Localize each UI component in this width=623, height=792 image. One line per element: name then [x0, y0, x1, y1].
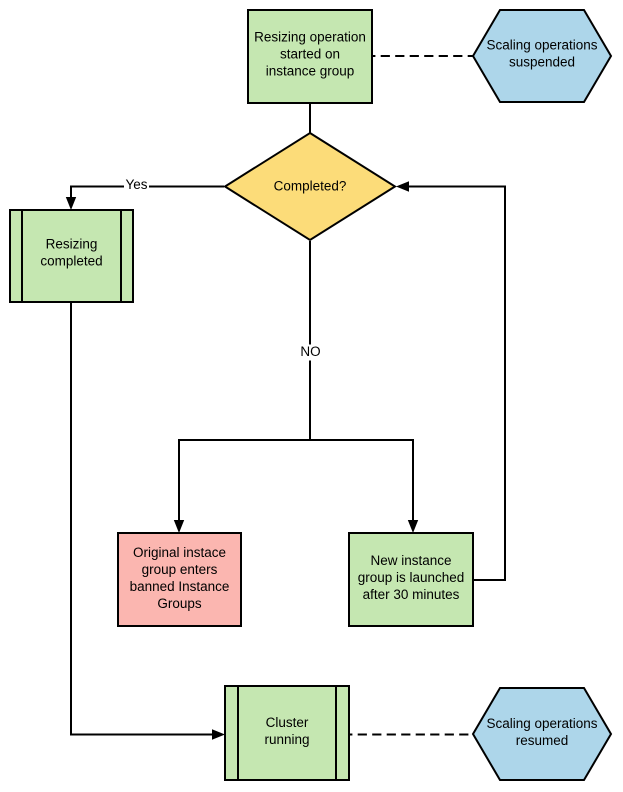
svg-text:Completed?: Completed? — [274, 179, 347, 194]
svg-text:Yes: Yes — [125, 177, 147, 192]
svg-text:NO: NO — [300, 344, 320, 359]
